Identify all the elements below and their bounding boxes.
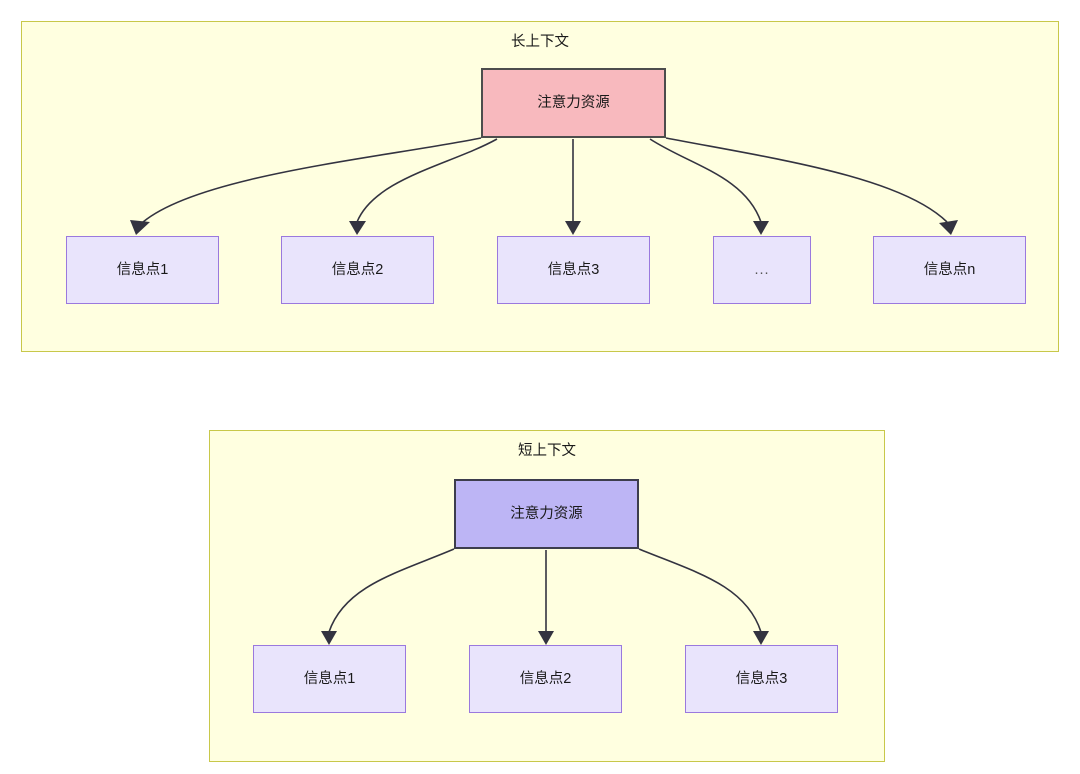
node-label: 信息点1 xyxy=(303,670,356,687)
node-short-info-point-2[interactable]: 信息点2 xyxy=(469,645,622,713)
node-long-info-point-ellipsis[interactable]: ... xyxy=(713,236,811,304)
group-short-context-title: 短上下文 xyxy=(518,443,576,459)
node-label: 信息点1 xyxy=(116,261,169,278)
node-long-info-point-3[interactable]: 信息点3 xyxy=(497,236,650,304)
node-short-info-point-3[interactable]: 信息点3 xyxy=(685,645,838,713)
node-label: 信息点2 xyxy=(519,670,572,687)
node-label: ... xyxy=(754,261,770,278)
node-label: 信息点3 xyxy=(735,670,788,687)
node-label: 注意力资源 xyxy=(537,94,610,111)
node-long-info-point-n[interactable]: 信息点n xyxy=(873,236,1026,304)
node-label: 信息点2 xyxy=(331,261,384,278)
node-label: 注意力资源 xyxy=(510,505,583,522)
node-short-attention-resource[interactable]: 注意力资源 xyxy=(454,479,639,549)
node-long-attention-resource[interactable]: 注意力资源 xyxy=(481,68,666,138)
node-long-info-point-1[interactable]: 信息点1 xyxy=(66,236,219,304)
node-short-info-point-1[interactable]: 信息点1 xyxy=(253,645,406,713)
group-long-context-title: 长上下文 xyxy=(511,34,569,50)
node-label: 信息点n xyxy=(923,261,976,278)
node-long-info-point-2[interactable]: 信息点2 xyxy=(281,236,434,304)
node-label: 信息点3 xyxy=(547,261,600,278)
